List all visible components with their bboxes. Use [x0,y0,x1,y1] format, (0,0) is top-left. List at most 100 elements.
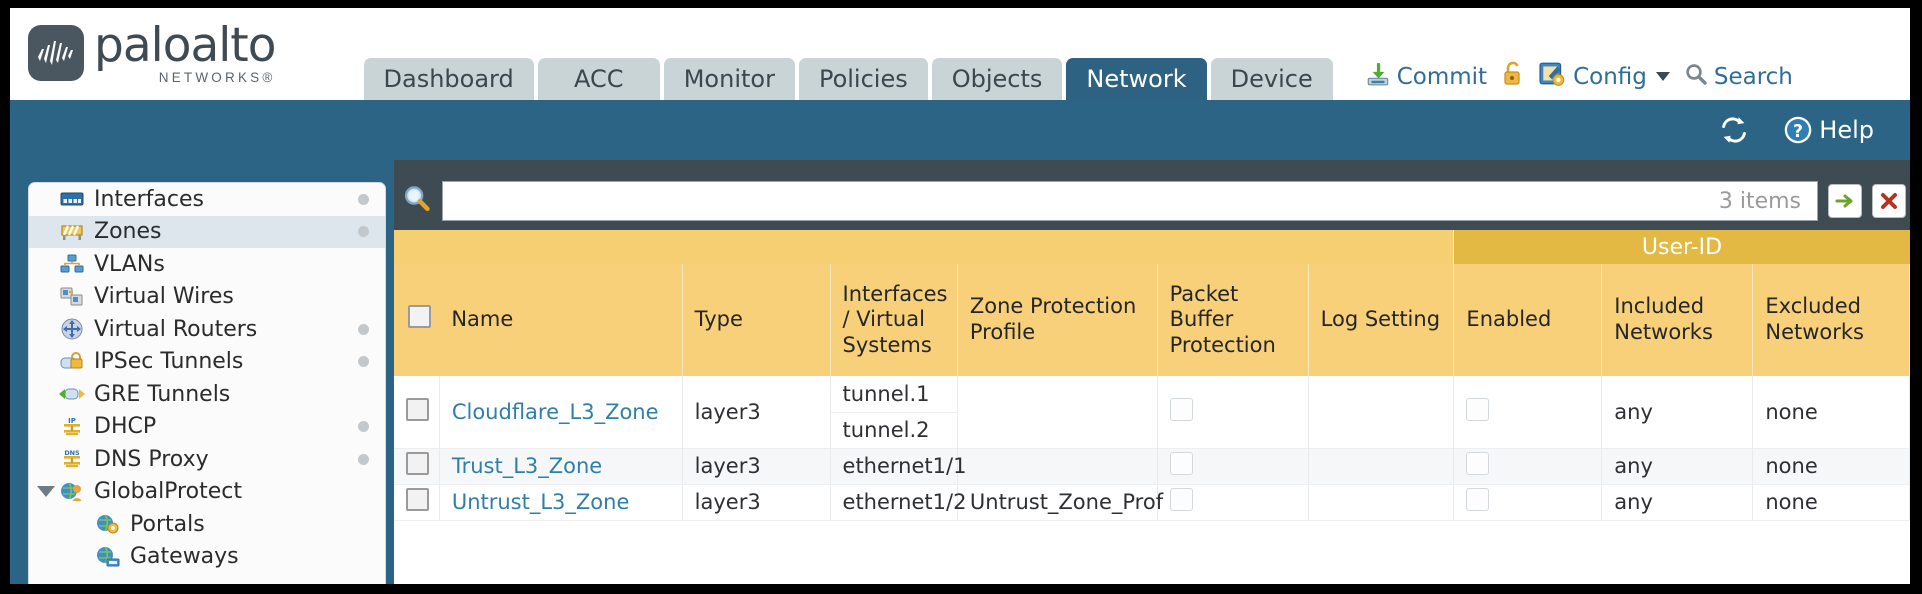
cell-type: layer3 [682,448,831,485]
tab-network[interactable]: Network [1066,58,1207,100]
sidebar-item-dhcp[interactable]: IP DHCP [29,411,385,444]
virtual-wires-icon [59,286,85,308]
column-header-log-setting[interactable]: Log Setting [1308,264,1455,376]
zone-name-link[interactable]: Cloudflare_L3_Zone [451,399,659,424]
userid-enabled-checkbox[interactable] [1466,452,1490,475]
sidebar-item-indicator-dot [358,421,369,433]
userid-enabled-checkbox[interactable] [1466,488,1490,511]
sidebar-item-indicator-dot [358,226,369,238]
globalprotect-icon [59,481,85,503]
cell-zone-protection-profile [957,448,1158,485]
cell-zone-protection-profile [957,376,1158,449]
cell-name: Trust_L3_Zone [439,448,683,485]
sidebar-item-indicator-dot [358,356,369,368]
table-group-header-row: User-ID [394,230,1910,264]
cell-interface: tunnel.2 [830,412,958,449]
zone-name-link[interactable]: Untrust_L3_Zone [451,490,630,514]
cell-included-networks: any [1601,448,1754,485]
sidebar-item-label: Interfaces [94,186,204,212]
collapse-triangle-icon[interactable] [37,486,55,498]
sidebar-item-gre-tunnels[interactable]: GRE Tunnels [29,378,385,411]
cell-interface: tunnel.1 [830,376,958,413]
arrow-right-icon [1835,194,1853,208]
sidebar-item-interfaces[interactable]: Interfaces [29,183,385,216]
cell-name: Cloudflare_L3_Zone [439,376,683,449]
column-header-userid-enabled[interactable]: Enabled [1453,264,1603,376]
cell-log-setting [1308,376,1455,449]
help-button[interactable]: ? Help [1783,115,1874,145]
cell-packet-buffer-protection [1157,376,1309,449]
config-label: Config [1573,63,1647,90]
packet-buffer-protection-checkbox[interactable] [1169,488,1193,511]
config-icon [1539,61,1567,92]
sidebar-item-label: Virtual Wires [94,284,234,310]
sidebar-item-label: IPSec Tunnels [94,349,244,375]
items-count-label: 3 items [1718,188,1801,214]
row-checkbox[interactable] [406,488,429,511]
sidebar-item-virtual-wires[interactable]: Virtual Wires [29,281,385,314]
main-tab-bar: Dashboard ACC Monitor Policies Objects N… [363,58,1337,100]
brand-name: paloalto [94,17,276,73]
tab-acc[interactable]: ACC [537,58,660,100]
row-checkbox[interactable] [406,452,429,475]
sidebar-item-portals[interactable]: Portals [29,508,385,541]
sidebar-item-label: GlobalProtect [94,479,242,505]
cell-type: layer3 [682,484,831,521]
tab-device[interactable]: Device [1210,58,1333,100]
cell-type: layer3 [682,376,831,449]
sidebar-item-globalprotect[interactable]: GlobalProtect [29,476,385,509]
tab-objects[interactable]: Objects [931,58,1063,100]
column-header-type[interactable]: Type [682,264,831,376]
dhcp-icon: IP [59,416,85,438]
sidebar-item-virtual-routers[interactable]: Virtual Routers [29,313,385,346]
sidebar-item-ipsec-tunnels[interactable]: IPSec Tunnels [29,346,385,379]
cell-packet-buffer-protection [1157,484,1309,521]
sub-header-bar: ? Help [10,100,1910,160]
row-checkbox[interactable] [406,397,429,421]
column-header-packet-buffer[interactable]: Packet Buffer Protection [1157,264,1309,376]
table-header-row: Name Type Interfaces / Virtual Systems Z… [394,264,1910,376]
clear-filter-button[interactable] [1872,184,1906,218]
filter-search-icon [402,184,432,219]
zone-name-link[interactable]: Trust_L3_Zone [451,454,603,478]
sidebar-item-zones[interactable]: Zones [29,215,385,248]
group-header-userid: User-ID [1453,230,1910,264]
column-header-zone-protection[interactable]: Zone Protection Profile [957,264,1158,376]
table-row[interactable]: Untrust_L3_Zone layer3 ethernet1/2 Untru… [394,484,1910,521]
tab-monitor[interactable]: Monitor [663,58,795,100]
column-header-included-networks[interactable]: Included Networks [1601,264,1754,376]
portals-icon [95,513,121,535]
sidebar-item-vlans[interactable]: VLANs [29,248,385,281]
table-row[interactable]: Trust_L3_Zone layer3 ethernet1/1 [394,448,1910,485]
column-header-interfaces[interactable]: Interfaces / Virtual Systems [830,264,958,376]
search-input[interactable] [455,188,1719,214]
apply-filter-button[interactable] [1828,184,1862,218]
sidebar-item-label: Gateways [130,544,239,570]
cell-included-networks: any [1601,484,1754,521]
lock-button[interactable] [1501,61,1525,92]
tab-dashboard[interactable]: Dashboard [363,58,534,100]
tab-policies[interactable]: Policies [798,58,928,100]
sidebar-item-label: Portals [130,511,205,537]
config-dropdown[interactable]: Config [1539,61,1670,92]
search-button[interactable]: Search [1684,62,1793,91]
zones-table-container: User-ID Name Type Interfaces / Virtual S… [394,230,1910,584]
svg-text:DNS: DNS [64,449,80,457]
page-body: Interfaces Zones [10,160,1910,588]
packet-buffer-protection-checkbox[interactable] [1169,452,1193,475]
packet-buffer-protection-checkbox[interactable] [1169,397,1193,421]
sidebar-item-gateways[interactable]: Gateways [29,541,385,574]
commit-button[interactable]: Commit [1365,61,1487,92]
select-all-checkbox[interactable] [408,305,431,329]
table-row-continuation[interactable]: tunnel.2 [394,412,1910,449]
table-row[interactable]: Cloudflare_L3_Zone layer3 tunnel.1 [394,376,1910,449]
column-header-excluded-networks[interactable]: Excluded Networks [1752,264,1910,376]
search-icon [1684,62,1708,91]
network-sidebar: Interfaces Zones [28,182,386,588]
userid-enabled-checkbox[interactable] [1466,397,1490,421]
sidebar-item-dns-proxy[interactable]: DNS DNS Proxy [29,443,385,476]
refresh-button[interactable] [1719,117,1749,143]
sidebar-item-label: Virtual Routers [94,316,258,342]
column-header-name[interactable]: Name [439,264,683,376]
search-field-wrapper[interactable]: 3 items [442,181,1818,221]
